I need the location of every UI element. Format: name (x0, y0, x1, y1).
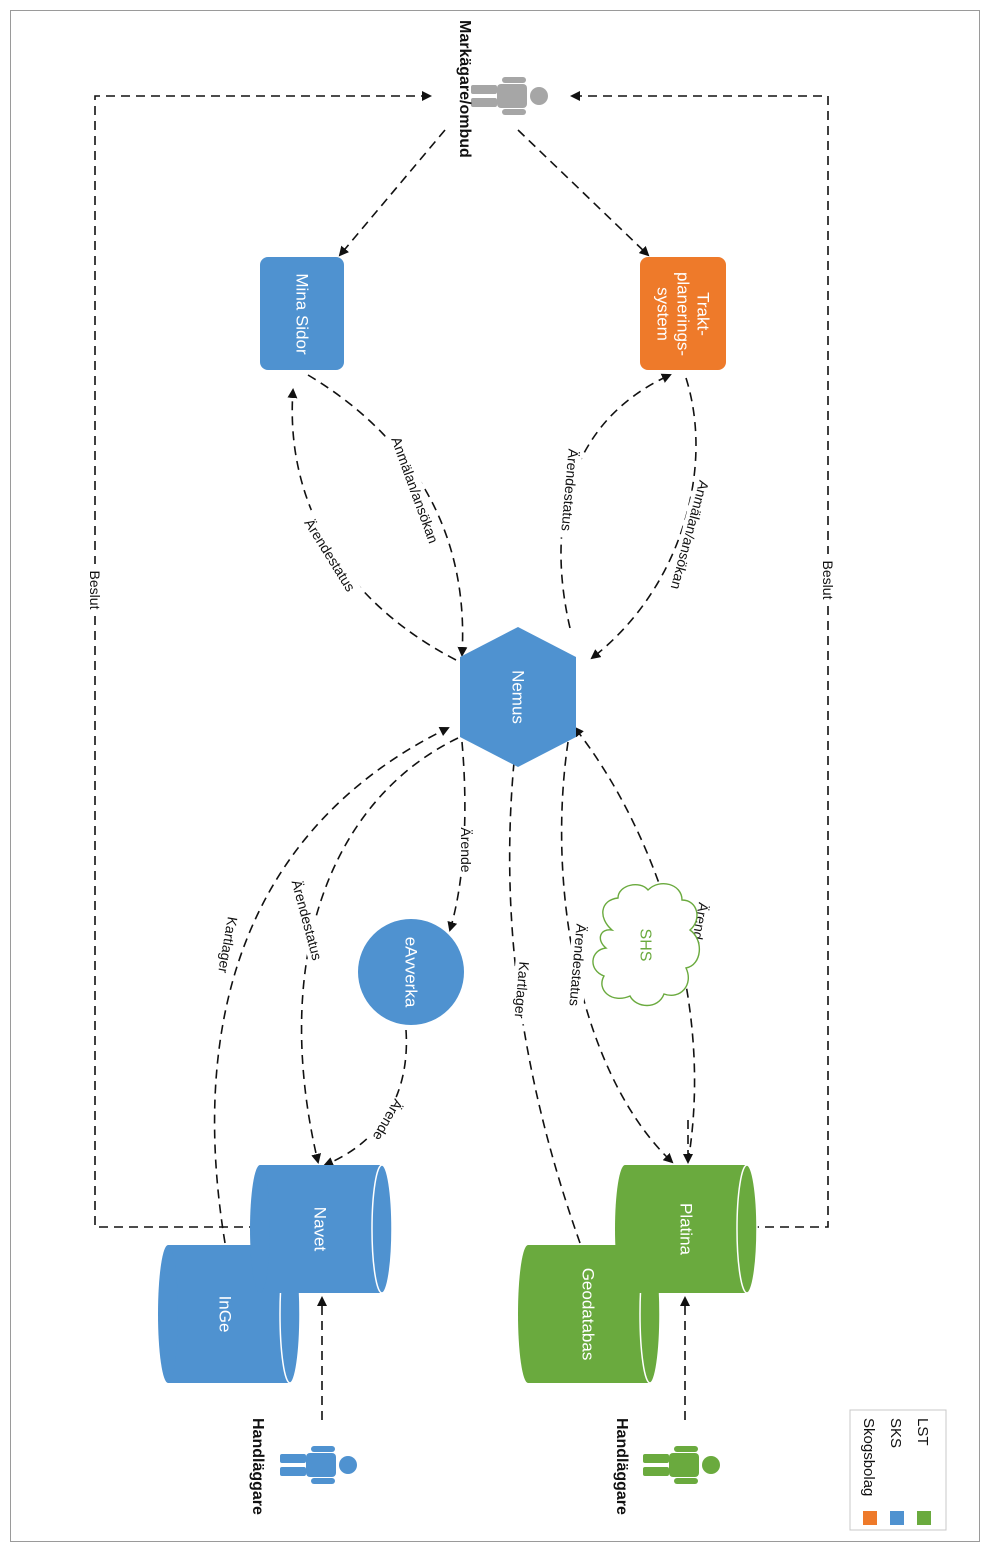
arendestatus-left-arrow (287, 388, 457, 661)
kartlager-geo-label: Kartlager (512, 961, 533, 1019)
arendestatus-navet-arrow (300, 737, 459, 1164)
edge-labels: Beslut Beslut Anmälan/ansökan Ärendestat… (86, 428, 837, 1146)
eavverka-label: eAvverka (402, 937, 421, 1008)
beslut-right-label: Beslut (820, 561, 836, 600)
arende-eavverka-label: Ärende (458, 827, 474, 872)
handler-sks-actor: Handläggare (249, 1418, 357, 1515)
legend-sks-swatch (890, 1511, 904, 1525)
arendestatus-platina-label: Ärendestatus (566, 923, 589, 1007)
anmalan-left-label: Anmälan/ansökan (388, 435, 441, 546)
beslut-left-label: Beslut (87, 571, 103, 610)
arendestatus-right-label: Ärendestatus (558, 448, 581, 532)
navet-node: Navet (250, 1164, 393, 1294)
anmalan-right-arrow (590, 377, 697, 660)
legend: LST SKS Skogsbolag (849, 1409, 947, 1531)
owner-label: Markägare/ombud (456, 20, 473, 158)
kartlager-inge-arrow (213, 727, 450, 1244)
legend-skogsbolag-swatch (863, 1511, 877, 1525)
handler-sks-person-icon (280, 1446, 357, 1484)
shs-cloud-icon (592, 882, 700, 1007)
handler-lst-person-icon (643, 1446, 720, 1484)
trakt-label-line3: system (654, 287, 673, 341)
platina-label: Platina (677, 1203, 696, 1256)
owner-actor: Markägare/ombud (456, 20, 548, 158)
arendestatus-navet-label: Ärendestatus (289, 878, 326, 962)
handler-lst-label: Handläggare (613, 1418, 630, 1515)
kartlager-geo-arrow (508, 750, 581, 1244)
platina-node: Platina (615, 1164, 758, 1294)
owner-person-icon (471, 77, 548, 115)
inge-label: InGe (216, 1296, 235, 1333)
geodatabas-label: Geodatabas (579, 1268, 598, 1361)
mina-sidor-label: Mina Sidor (293, 273, 312, 355)
mina-sidor-node: Mina Sidor (260, 257, 344, 370)
navet-label: Navet (311, 1207, 330, 1252)
owner-to-trakt-arrow (517, 129, 650, 257)
shs-label: SHS (637, 929, 654, 962)
trakt-label-line1: Trakt- (694, 292, 713, 336)
beslut-right-arrow (570, 91, 829, 1228)
arendestatus-left-label: Ärendestatus (301, 516, 358, 594)
arende-nemus-eavverka-arrow (447, 741, 466, 932)
trakt-label-line2: planerings- (674, 272, 693, 356)
legend-sks-label: SKS (887, 1418, 904, 1448)
legend-lst-swatch (917, 1511, 931, 1525)
nemus-label: Nemus (509, 670, 528, 724)
beslut-left-arrow (94, 91, 432, 1228)
legend-lst-label: LST (914, 1418, 931, 1446)
anmalan-right-label: Anmälan/ansökan (668, 479, 712, 591)
owner-to-mina-sidor-arrow (338, 129, 446, 257)
handler-sks-label: Handläggare (249, 1418, 266, 1515)
legend-skogsbolag-label: Skogsbolag (860, 1418, 877, 1496)
shs-node: SHS (592, 882, 700, 1007)
handler-lst-actor: Handläggare (613, 1418, 720, 1515)
eavverka-node: eAvverka (358, 919, 464, 1025)
anmalan-left-arrow (307, 374, 468, 657)
nemus-node: Nemus (460, 627, 576, 767)
trakt-node: Trakt- planerings- system (640, 257, 726, 370)
